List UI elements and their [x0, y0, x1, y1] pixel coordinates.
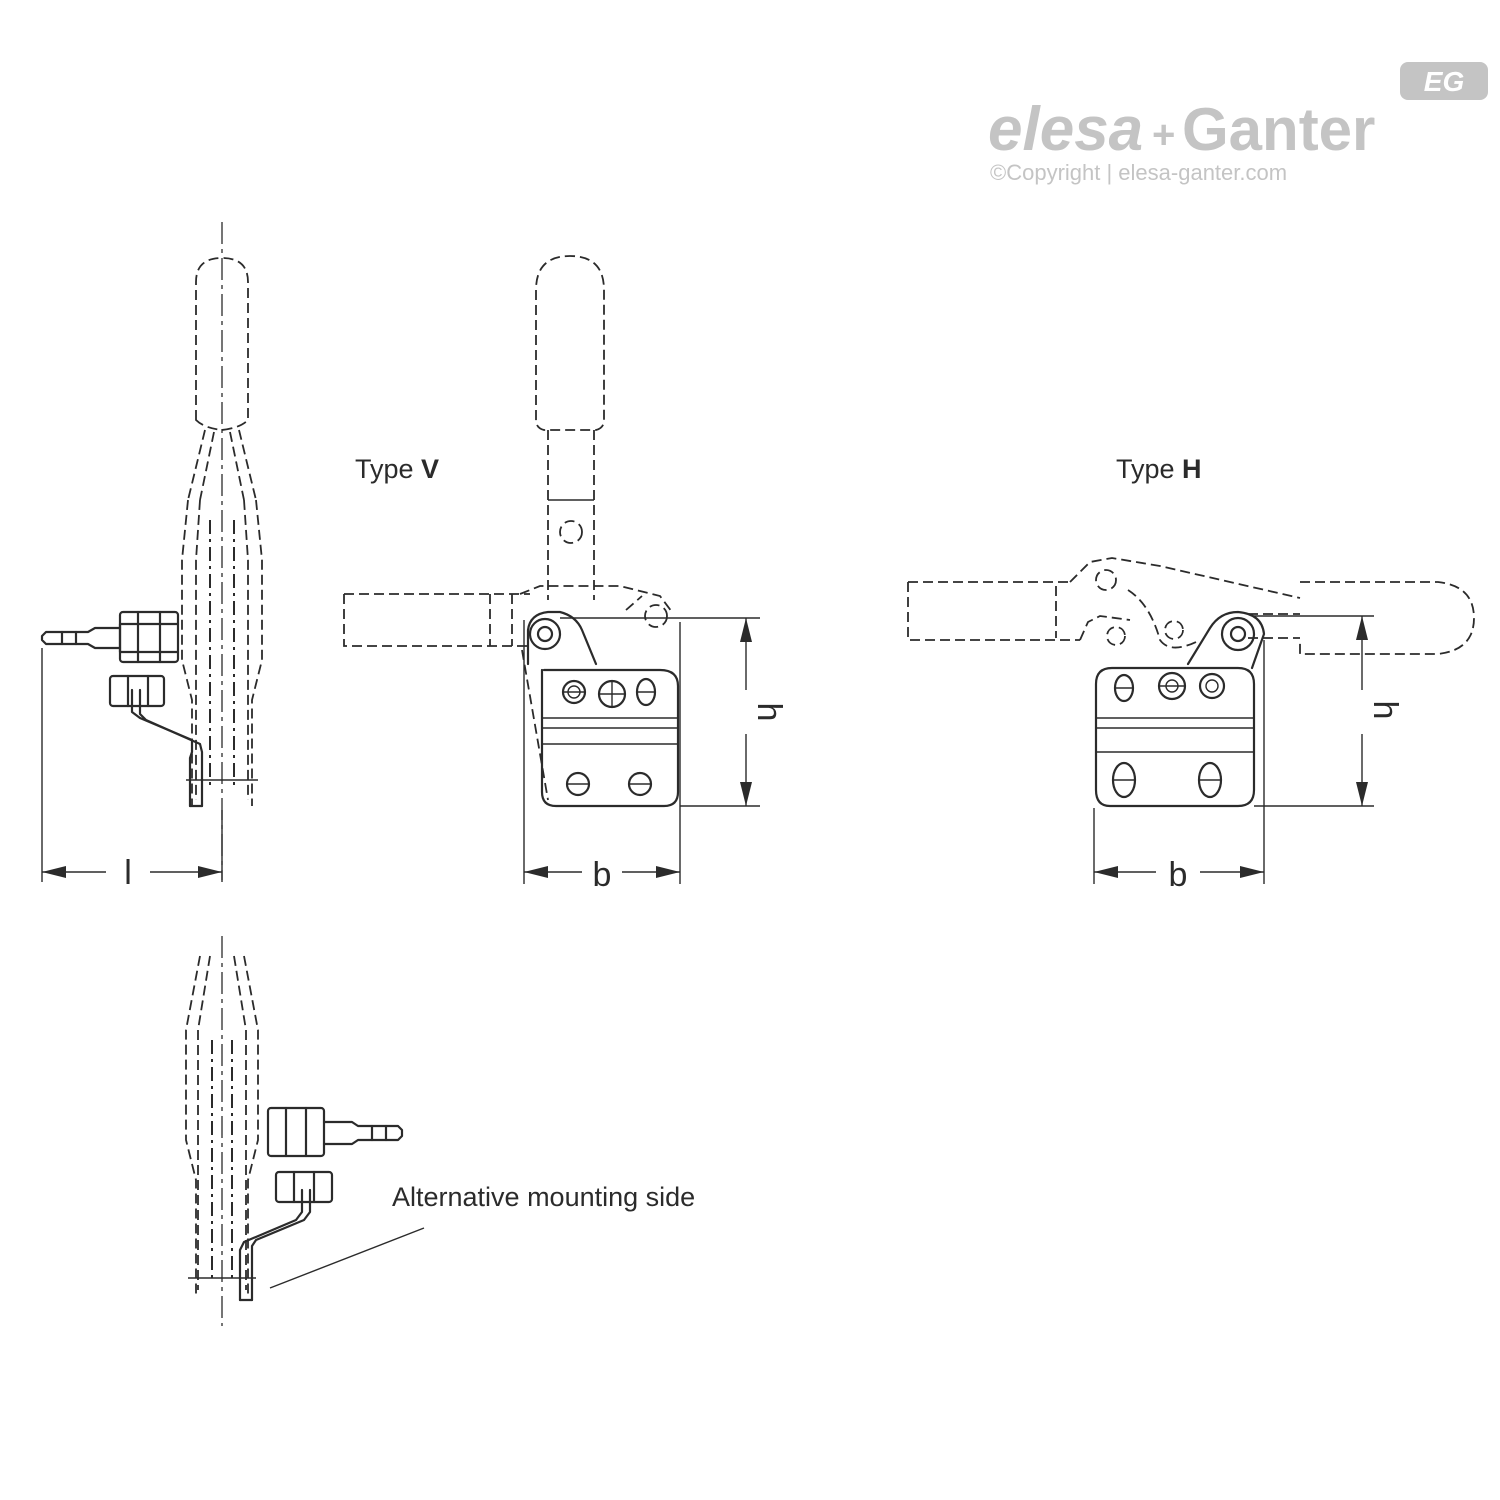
dimension-b-v: b [593, 856, 612, 894]
logo-badge-text: EG [1424, 66, 1464, 97]
dimension-h-v: h [750, 703, 788, 722]
logo-brand-plus: + [1152, 113, 1175, 157]
type-v-prefix: Type [355, 454, 421, 484]
dimension-l: l [124, 854, 132, 892]
type-h-label: Type H [1116, 454, 1202, 484]
brand-logo: EG elesa + Ganter ©Copyright | elesa-gan… [988, 62, 1488, 185]
dimension-h-h: h [1366, 701, 1404, 720]
logo-badge-box [1400, 62, 1488, 100]
type-h-view: Type H [907, 454, 1475, 894]
alternative-view: Alternative mounting side [185, 936, 695, 1326]
alternative-mounting-label: Alternative mounting side [392, 1182, 695, 1212]
type-h-letter: H [1182, 454, 1202, 484]
type-h-prefix: Type [1116, 454, 1182, 484]
logo-brand-right: Ganter [1182, 96, 1375, 163]
side-view: l [40, 222, 263, 892]
type-v-label: Type V [355, 454, 439, 484]
type-v-letter: V [421, 454, 439, 484]
logo-copyright: ©Copyright | elesa-ganter.com [990, 160, 1287, 185]
dimension-b-h: b [1169, 856, 1188, 894]
type-v-view: Type V [343, 255, 788, 894]
logo-brand-left: elesa [988, 95, 1143, 164]
